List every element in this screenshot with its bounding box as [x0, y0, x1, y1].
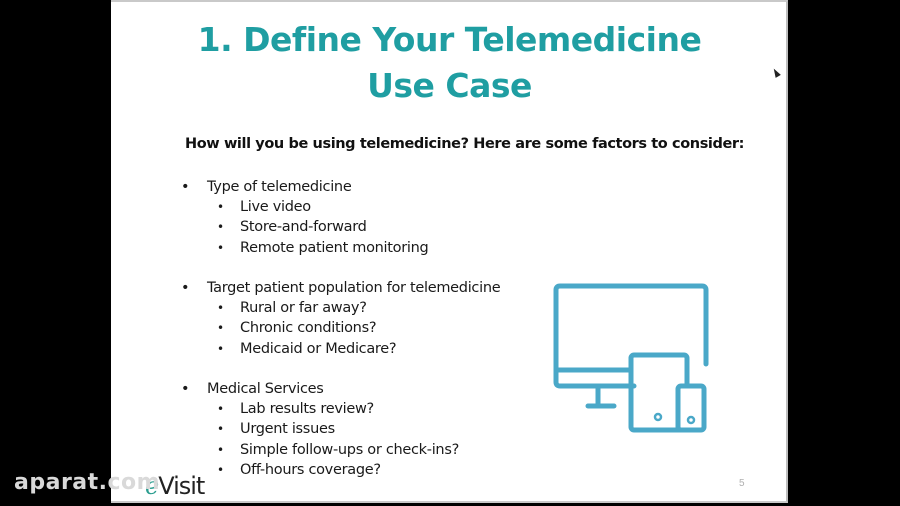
- bullet-item: Rural or far away?: [179, 298, 500, 319]
- devices-icon: [552, 282, 712, 442]
- bullet-heading: Medical Services: [179, 379, 459, 399]
- bullet-item: Live video: [179, 197, 428, 218]
- bullet-item: Urgent issues: [179, 419, 459, 440]
- evisit-logo-e: e: [145, 472, 159, 500]
- bullet-group-population: Target patient population for telemedici…: [179, 278, 501, 360]
- evisit-logo-text: Visit: [158, 472, 205, 500]
- bullet-group-type: Type of telemedicine Live video Store-an…: [179, 177, 429, 259]
- bullet-group-services: Medical Services Lab results review? Urg…: [179, 379, 459, 480]
- bullet-heading: Type of telemedicine: [179, 177, 428, 197]
- bullet-item: Simple follow-ups or check-ins?: [179, 440, 459, 461]
- aparat-watermark: aparat.com: [14, 470, 161, 495]
- lead-question: How will you be using telemedicine? Here…: [185, 136, 745, 152]
- evisit-logo: eVisit: [145, 472, 205, 500]
- bullet-item: Store-and-forward: [179, 217, 428, 238]
- slide-page-number: 5: [739, 478, 745, 489]
- bullet-item: Off-hours coverage?: [179, 460, 459, 481]
- bullet-item: Chronic conditions?: [179, 318, 500, 339]
- presentation-slide: 1. Define Your Telemedicine Use Case How…: [111, 0, 788, 503]
- slide-title-line-1: 1. Define Your Telemedicine: [197, 20, 702, 59]
- bullet-item: Medicaid or Medicare?: [179, 339, 500, 360]
- slide-title: 1. Define Your Telemedicine Use Case: [111, 17, 788, 109]
- bullet-heading: Target patient population for telemedici…: [179, 278, 501, 298]
- bullet-item: Remote patient monitoring: [179, 238, 429, 259]
- slide-title-line-2: Use Case: [367, 66, 532, 105]
- bullet-item: Lab results review?: [179, 399, 459, 420]
